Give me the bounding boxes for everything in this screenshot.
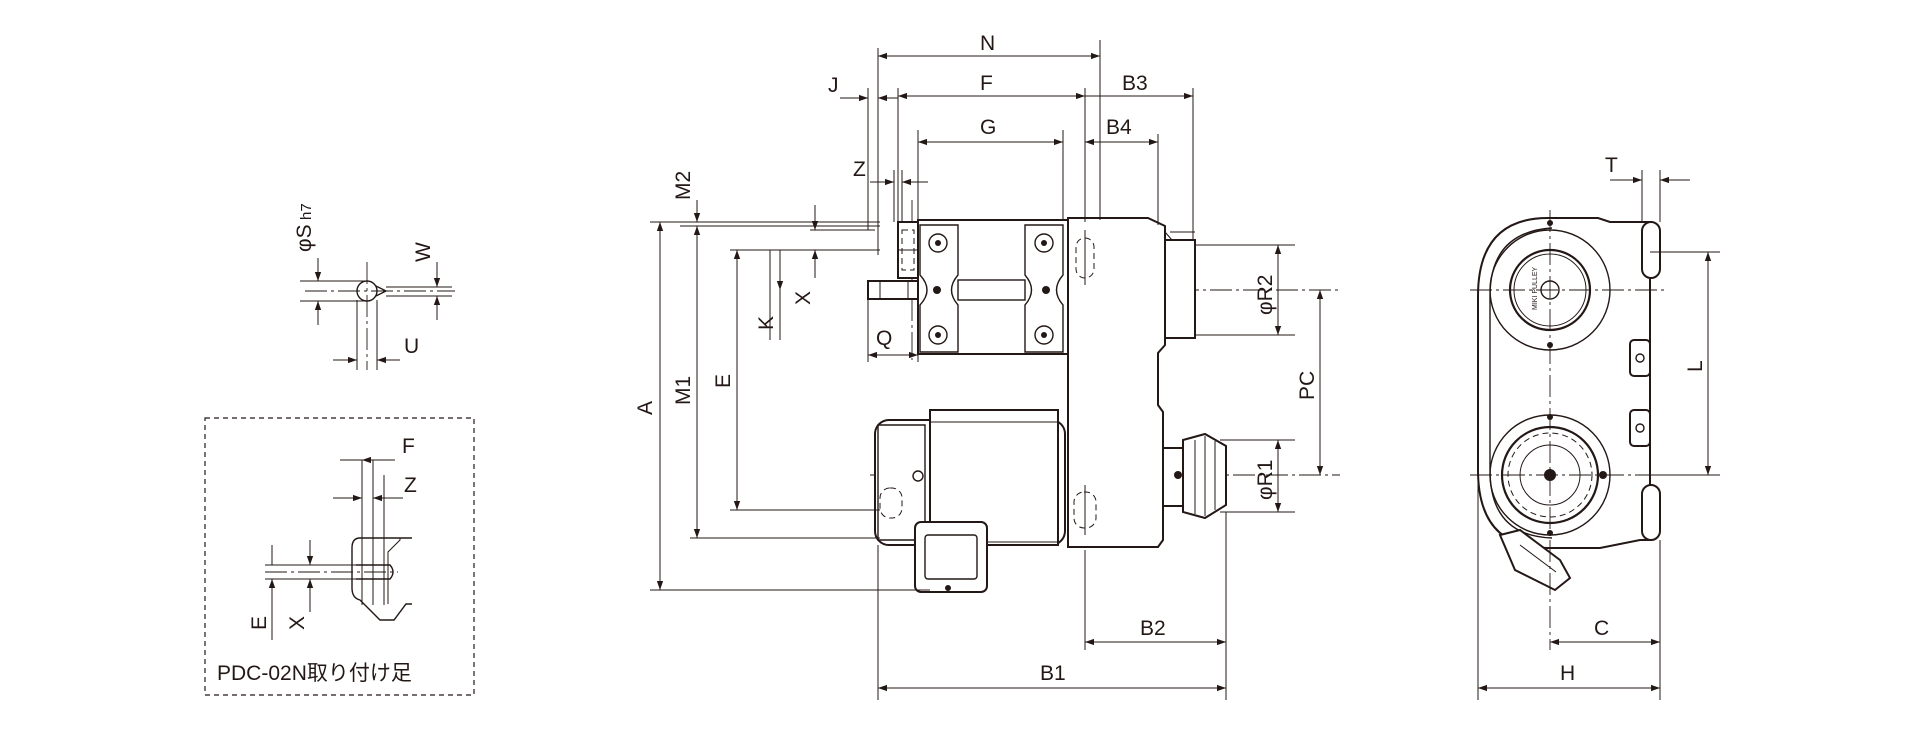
- dim-label-F: F: [980, 72, 993, 95]
- dim-label-R2: φR2: [1254, 275, 1277, 315]
- dim-label-E: E: [712, 374, 735, 388]
- dim-label-M2: M2: [672, 171, 695, 200]
- dim-label-T: T: [1605, 154, 1618, 177]
- dim-label-K: K: [755, 316, 778, 330]
- dim-label-C: C: [1594, 617, 1609, 640]
- inset-caption: PDC-02N取り付け足: [217, 662, 412, 685]
- inset-dim-label-X: X: [286, 616, 309, 630]
- dim-label-B2: B2: [1140, 617, 1166, 640]
- dim-label-G: G: [980, 116, 996, 139]
- brand-text: MIKI PULLEY: [1532, 266, 1539, 310]
- dim-label-L: L: [1684, 360, 1707, 372]
- dim-label-R1: φR1: [1254, 460, 1277, 500]
- dim-label-B3: B3: [1122, 72, 1148, 95]
- dim-label-M1: M1: [672, 376, 695, 405]
- dim-label-S: φS: [293, 224, 316, 252]
- dim-label-H: H: [1560, 662, 1575, 685]
- mounting-foot-inset: F Z E X PDC-02N取り付け足: [204, 417, 475, 696]
- inset-dim-label-E: E: [248, 616, 271, 630]
- dim-label-X: X: [792, 291, 815, 305]
- dim-label-A: A: [634, 401, 657, 415]
- dim-label-W: W: [412, 242, 435, 262]
- inset-dim-label-Z: Z: [404, 474, 417, 497]
- side-view: MIKI PULLEY T L: [1470, 154, 1720, 700]
- dim-label-PC: PC: [1296, 371, 1319, 400]
- dim-label-U: U: [404, 335, 419, 358]
- shaft-detail: φS h7 W U: [293, 203, 455, 370]
- dim-label-S-tol: h7: [298, 203, 315, 220]
- front-view: N J F B3 G B4 Z M2: [634, 32, 1340, 700]
- inset-dim-label-F: F: [402, 435, 415, 458]
- dim-label-B1: B1: [1040, 662, 1066, 685]
- dim-label-B4: B4: [1106, 116, 1132, 139]
- dim-label-Z: Z: [853, 158, 866, 181]
- dim-label-J: J: [828, 74, 839, 97]
- dim-label-N: N: [980, 32, 995, 55]
- dim-label-Q: Q: [876, 327, 892, 350]
